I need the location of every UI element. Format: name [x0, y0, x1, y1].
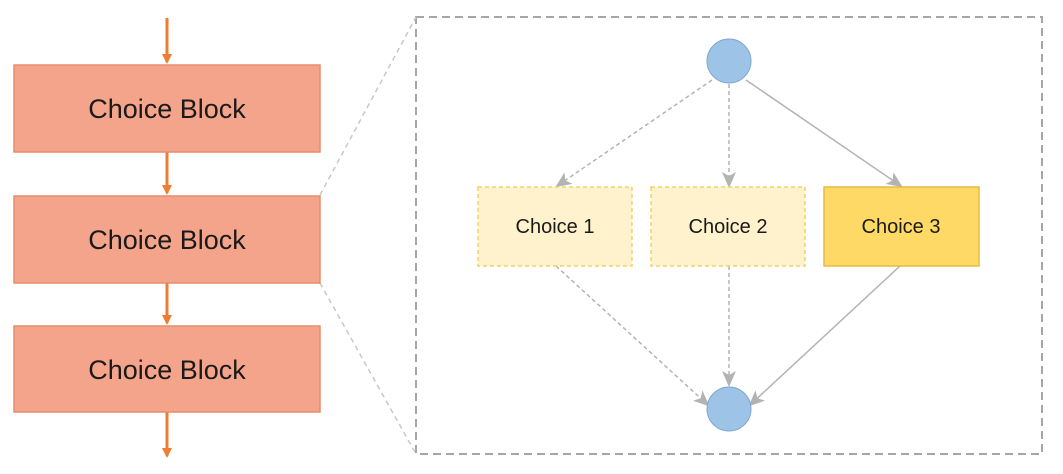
choice-block-label: Choice Block [88, 225, 246, 255]
zoom-frame [415, 16, 1043, 455]
choice-1-box: Choice 1 [477, 186, 633, 267]
choice-block-label: Choice Block [88, 94, 246, 124]
choice-block-label: Choice Block [88, 355, 246, 385]
start-node [706, 38, 752, 84]
connector-start-choice-3 [745, 79, 903, 188]
choice-block-1: Choice Block [13, 64, 321, 153]
choice-3-label: Choice 3 [862, 216, 941, 238]
choice-3-box: Choice 3 [823, 186, 980, 267]
connector-start-choice-1 [555, 79, 713, 188]
choice-2-box: Choice 2 [650, 186, 806, 267]
choice-1-label: Choice 1 [516, 216, 595, 238]
zoom-line-top [319, 16, 417, 196]
end-node [706, 386, 752, 432]
zoom-line-bottom [319, 282, 417, 455]
choice-block-3: Choice Block [13, 325, 321, 413]
choice-block-2: Choice Block [13, 195, 321, 284]
choice-2-label: Choice 2 [689, 216, 768, 238]
connector-choice-1-end [555, 265, 710, 407]
connector-choice-3-end [748, 265, 901, 407]
